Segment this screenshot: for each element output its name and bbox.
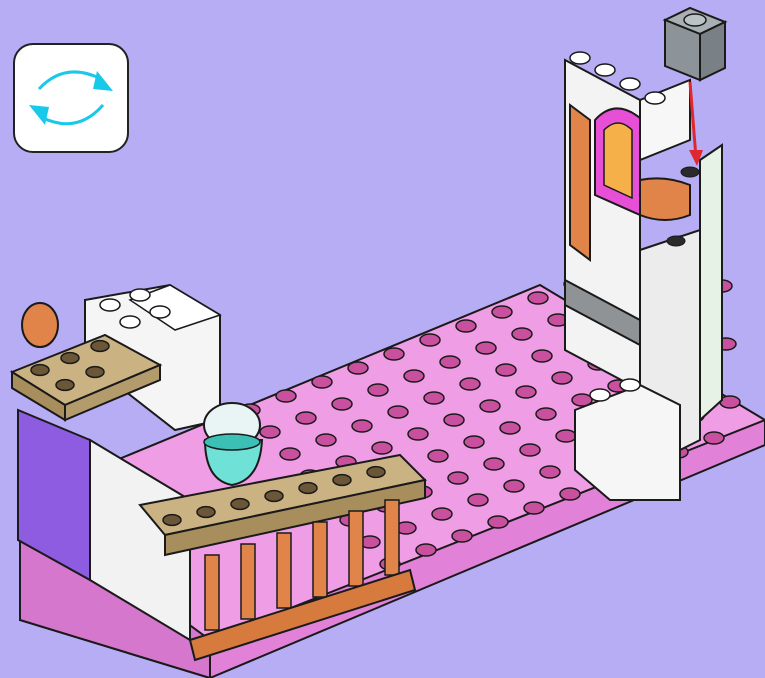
baseplate-stud	[480, 400, 500, 412]
baseplate-stud	[464, 436, 484, 448]
baseplate-stud	[420, 334, 440, 346]
baseplate-stud	[556, 430, 576, 442]
baseplate-stud	[416, 544, 436, 556]
baseplate-stud	[504, 480, 524, 492]
white-stud	[120, 316, 140, 328]
baseplate-stud	[536, 408, 556, 420]
rotate-model-icon	[13, 43, 129, 153]
balcony-stud	[299, 483, 317, 494]
baseplate-stud	[552, 372, 572, 384]
white-stud	[100, 299, 120, 311]
baseplate-stud	[388, 406, 408, 418]
white-stud	[570, 52, 590, 64]
white-stud	[620, 379, 640, 391]
baseplate-stud	[456, 320, 476, 332]
baseplate-stud	[348, 362, 368, 374]
baseplate-stud	[492, 306, 512, 318]
baseplate-stud	[448, 472, 468, 484]
baseplate-stud	[332, 398, 352, 410]
tan-stud	[91, 341, 109, 352]
baseplate-stud	[316, 434, 336, 446]
baseplate-stud	[432, 508, 452, 520]
baseplate-stud	[260, 426, 280, 438]
white-stud	[130, 289, 150, 301]
white-stud	[590, 389, 610, 401]
baseplate-stud	[496, 364, 516, 376]
white-stud	[150, 306, 170, 318]
baseplate-stud	[312, 376, 332, 388]
baseplate-stud	[528, 292, 548, 304]
baseplate-stud	[704, 432, 724, 444]
baseplate-stud	[404, 370, 424, 382]
baseplate-stud	[352, 420, 372, 432]
tan-stud	[31, 365, 49, 376]
baseplate-stud	[476, 342, 496, 354]
baseplate-stud	[520, 444, 540, 456]
baluster	[313, 522, 327, 597]
balcony-stud	[163, 515, 181, 526]
balcony-stud	[231, 499, 249, 510]
baseplate-stud	[516, 386, 536, 398]
baseplate-stud	[488, 516, 508, 528]
baseplate-stud	[428, 450, 448, 462]
baseplate-stud	[460, 378, 480, 390]
white-stud	[595, 64, 615, 76]
baseplate-stud	[560, 488, 580, 500]
balcony-stud	[367, 467, 385, 478]
balcony-stud	[265, 491, 283, 502]
baseplate-stud	[296, 412, 316, 424]
baluster	[277, 533, 291, 608]
tan-stud	[86, 367, 104, 378]
baseplate-stud	[484, 458, 504, 470]
baseplate-stud	[384, 348, 404, 360]
baluster	[205, 555, 219, 630]
baluster	[385, 500, 399, 575]
baluster	[241, 544, 255, 619]
baseplate-stud	[368, 384, 388, 396]
baseplate-stud	[408, 428, 428, 440]
tan-stud	[56, 380, 74, 391]
grey-brick-piece	[665, 8, 725, 80]
baseplate-stud	[276, 390, 296, 402]
baseplate-stud	[280, 448, 300, 460]
white-stud	[620, 78, 640, 90]
teal-cauldron	[204, 403, 262, 485]
place-brick-arrow-icon	[689, 82, 703, 166]
balcony-stud	[197, 507, 215, 518]
balcony-stud	[333, 475, 351, 486]
white-stud	[645, 92, 665, 104]
right-tower	[565, 52, 722, 500]
baseplate-stud	[452, 530, 472, 542]
baseplate-stud	[532, 350, 552, 362]
tan-stud	[61, 353, 79, 364]
baseplate-stud	[468, 494, 488, 506]
baseplate-stud	[524, 502, 544, 514]
baseplate-stud	[540, 466, 560, 478]
baseplate-stud	[372, 442, 392, 454]
baseplate-stud	[424, 392, 444, 404]
baseplate-stud	[512, 328, 532, 340]
baseplate-stud	[444, 414, 464, 426]
baseplate-stud	[500, 422, 520, 434]
baseplate-stud	[440, 356, 460, 368]
baluster	[349, 511, 363, 586]
